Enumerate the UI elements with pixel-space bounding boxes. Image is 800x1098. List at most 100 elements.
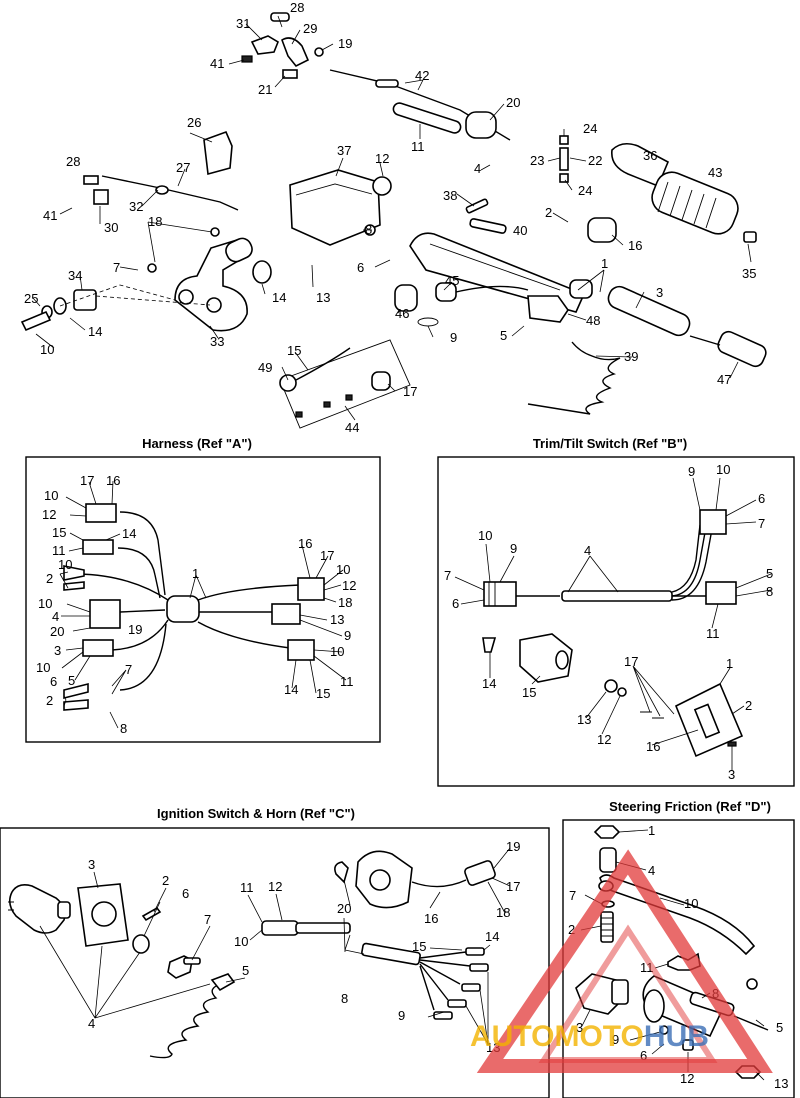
callout-42: 42 [415, 68, 429, 83]
trim-callout-16: 16 [646, 739, 660, 754]
section-title-steering: Steering Friction (Ref "D") [609, 799, 771, 814]
ignition-callout-14: 14 [485, 929, 499, 944]
ignition-callout-7: 7 [204, 912, 211, 927]
callout-14: 14 [272, 290, 286, 305]
ignition-callout-19: 19 [506, 839, 520, 854]
section-title-ignition: Ignition Switch & Horn (Ref "C") [157, 806, 355, 821]
callout-22: 22 [588, 153, 602, 168]
trim-callout-9a: 9 [688, 464, 695, 479]
callout-27: 27 [176, 160, 190, 175]
ignition-callout-8: 8 [341, 991, 348, 1006]
ignition-callout-12: 12 [268, 879, 282, 894]
harness-callout-4: 4 [52, 609, 59, 624]
callout-5: 5 [500, 328, 507, 343]
steering-callout-4: 4 [648, 863, 655, 878]
steering-callout-6: 6 [640, 1048, 647, 1063]
callout-10: 10 [40, 342, 54, 357]
ignition-callout-4: 4 [88, 1016, 95, 1031]
callout-17: 17 [403, 384, 417, 399]
harness-callout-17b: 17 [320, 548, 334, 563]
ignition-callout-3: 3 [88, 857, 95, 872]
callout-41b: 41 [43, 208, 57, 223]
harness-callout-18: 18 [338, 595, 352, 610]
callout-14b: 14 [88, 324, 102, 339]
callout-31: 31 [236, 16, 250, 31]
harness-ref-a: Harness (Ref "A") 17 16 10 12 [25, 436, 381, 743]
callout-11: 11 [411, 139, 425, 154]
trim-callout-17: 17 [624, 654, 638, 669]
callout-3: 3 [656, 285, 663, 300]
callout-12: 12 [375, 151, 389, 166]
callout-36: 36 [643, 148, 657, 163]
harness-callout-13: 13 [330, 612, 344, 627]
callout-34: 34 [68, 268, 82, 283]
ignition-callout-20: 20 [337, 901, 351, 916]
harness-callout-7: 7 [125, 662, 132, 677]
harness-callout-10c: 10 [336, 562, 350, 577]
trim-callout-3: 3 [728, 767, 735, 782]
ignition-callout-9: 9 [398, 1008, 405, 1023]
steering-callout-1: 1 [648, 823, 655, 838]
callout-41: 41 [210, 56, 224, 71]
trim-callout-6b: 6 [452, 596, 459, 611]
harness-callout-5: 5 [68, 673, 75, 688]
trim-callout-2: 2 [745, 698, 752, 713]
ignition-callout-2: 2 [162, 873, 169, 888]
trim-callout-6a: 6 [758, 491, 765, 506]
callout-32: 32 [129, 199, 143, 214]
steering-callout-7: 7 [569, 888, 576, 903]
ignition-callout-16: 16 [424, 911, 438, 926]
steering-callout-12: 12 [680, 1071, 694, 1086]
harness-callout-1: 1 [192, 566, 199, 581]
trim-callout-10a: 10 [716, 462, 730, 477]
trim-callout-7b: 7 [444, 568, 451, 583]
trim-callout-11: 11 [706, 626, 720, 641]
callout-39: 39 [624, 349, 638, 364]
callout-6: 6 [357, 260, 364, 275]
steering-callout-5: 5 [776, 1020, 783, 1035]
callout-15: 15 [287, 343, 301, 358]
trim-callout-5: 5 [766, 566, 773, 581]
callout-26: 26 [187, 115, 201, 130]
callout-44: 44 [345, 420, 359, 435]
harness-callout-16b: 16 [298, 536, 312, 551]
callout-20: 20 [506, 95, 520, 110]
steering-callout-9: 9 [612, 1032, 619, 1047]
callout-43: 43 [708, 165, 722, 180]
trim-callout-12: 12 [597, 732, 611, 747]
trim-callout-1: 1 [726, 656, 733, 671]
trim-callout-15: 15 [522, 685, 536, 700]
harness-callout-10e: 10 [330, 644, 344, 659]
trim-callout-14: 14 [482, 676, 496, 691]
watermark-text: AUTOMOTOHUB [470, 1020, 709, 1053]
callout-24b: 24 [578, 183, 592, 198]
callout-28: 28 [290, 0, 304, 15]
trim-tilt-ref-b: Trim/Tilt Switch (Ref "B") 9 10 6 7 [437, 436, 795, 787]
harness-callout-10f: 10 [36, 660, 50, 675]
callout-8: 8 [365, 222, 372, 237]
callout-45: 45 [445, 273, 459, 288]
callout-2: 2 [545, 205, 552, 220]
callout-18: 18 [148, 214, 162, 229]
callout-38: 38 [443, 188, 457, 203]
callout-33: 33 [210, 334, 224, 349]
trim-callout-10b: 10 [478, 528, 492, 543]
trim-callout-8: 8 [766, 584, 773, 599]
harness-callout-11a: 11 [52, 543, 66, 558]
watermark: AUTOMOTOHUB [470, 849, 773, 1073]
ignition-callout-15: 15 [412, 939, 426, 954]
callout-21: 21 [258, 82, 272, 97]
callout-30: 30 [104, 220, 118, 235]
callout-24a: 24 [583, 121, 597, 136]
harness-callout-15a: 15 [52, 525, 66, 540]
trim-callout-13: 13 [577, 712, 591, 727]
ignition-callout-18: 18 [496, 905, 510, 920]
callout-40: 40 [513, 223, 527, 238]
harness-callout-17: 17 [80, 473, 94, 488]
steering-callout-2: 2 [568, 922, 575, 937]
harness-callout-10b: 10 [58, 557, 72, 572]
trim-callout-9b: 9 [510, 541, 517, 556]
callout-7: 7 [113, 260, 120, 275]
callout-19: 19 [338, 36, 352, 51]
